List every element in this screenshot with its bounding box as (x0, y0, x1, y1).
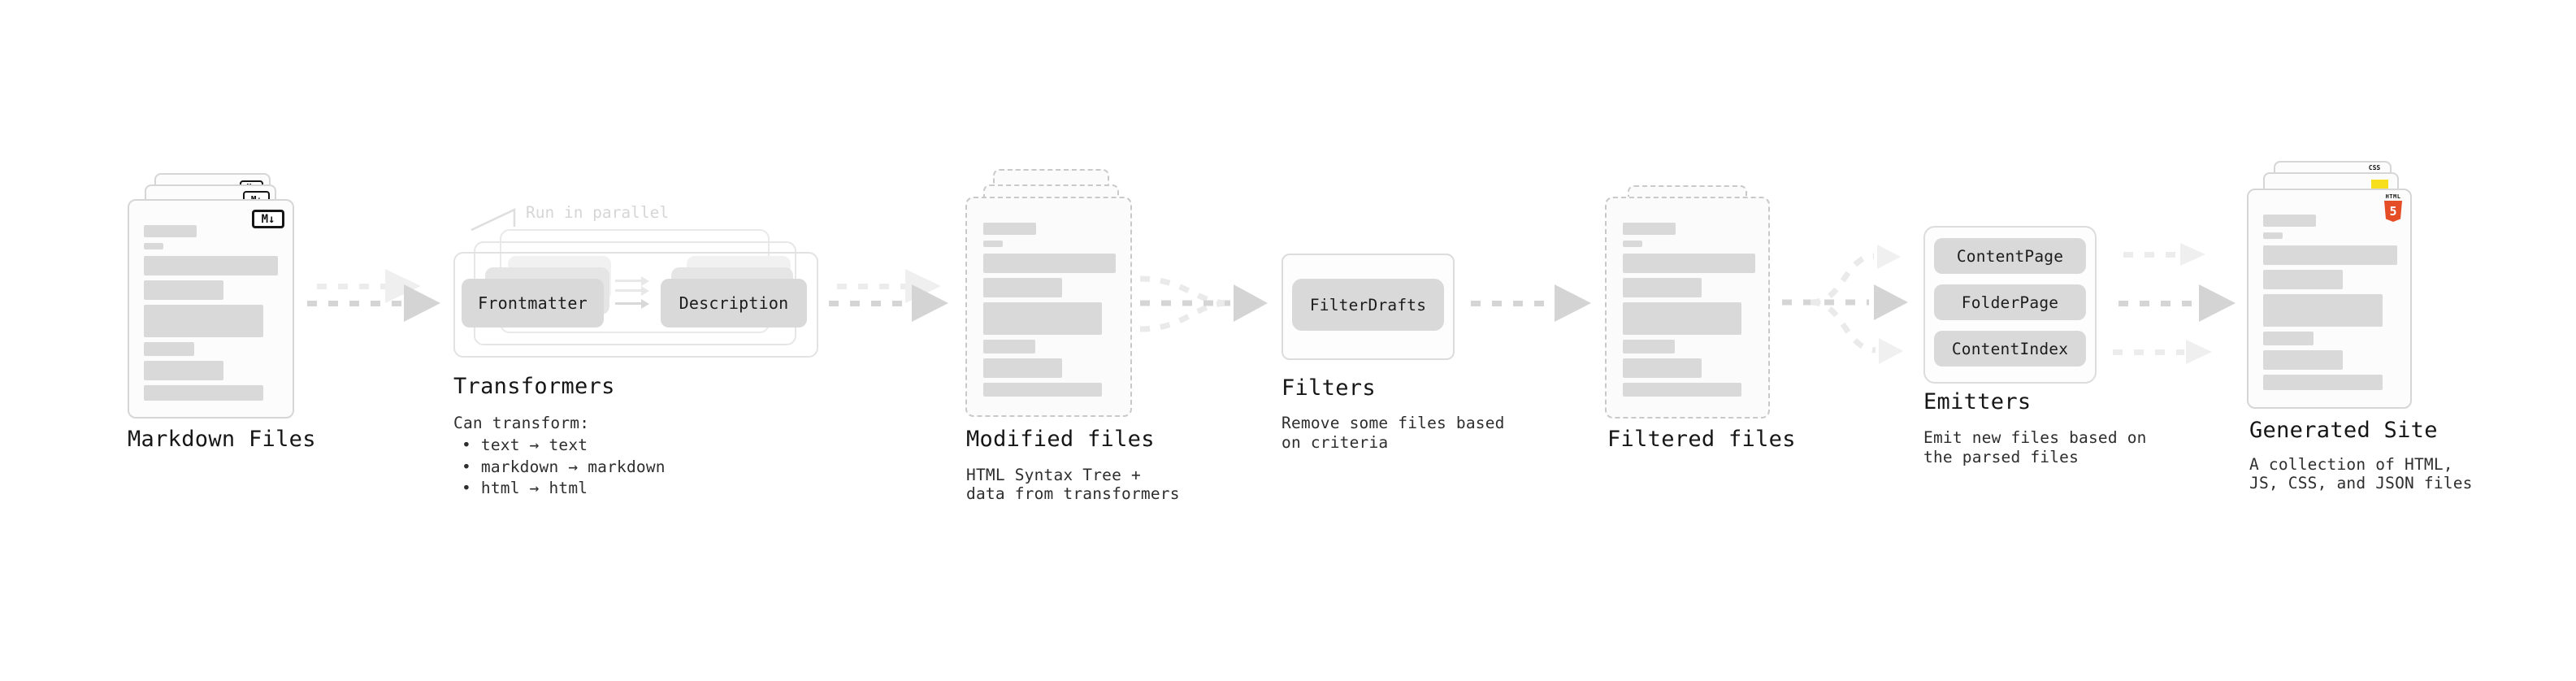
content-line-bar (1623, 241, 1642, 247)
stage-title-transformers: Transformers (453, 374, 615, 399)
parallel-flow-arrow (615, 275, 649, 286)
stage-title-modified-files: Modified files (966, 427, 1155, 452)
transformers-bullet: • html → html (462, 479, 588, 497)
filters-desc: Remove some files based (1281, 414, 1505, 432)
arrow-converge (1139, 275, 1268, 332)
modified-file-card-front (965, 197, 1132, 417)
content-line-bar (144, 243, 163, 249)
content-line-bar (144, 305, 263, 337)
flow-arrow-ghost (317, 284, 385, 289)
transformer-box-description: Description (661, 279, 807, 327)
content-line-bar (983, 358, 1062, 378)
content-line-bar (1623, 383, 1741, 397)
flow-arrow-ghost (837, 284, 905, 289)
flow-arrowhead (1555, 284, 1594, 322)
content-line-bar (983, 223, 1036, 235)
transformers-bullet: • markdown → markdown (462, 458, 666, 476)
transformer-box-frontmatter: Frontmatter (462, 279, 604, 327)
emitter-box-contentindex: ContentIndex (1934, 331, 2086, 367)
flow-arrow-filters-to-filtered (1471, 301, 1553, 306)
content-line-bar (144, 256, 278, 275)
html5-wordmark: HTML (2385, 193, 2401, 200)
generated-site-desc: A collection of HTML, (2249, 455, 2453, 474)
filters-panel: FilterDrafts (1281, 254, 1455, 360)
content-line-bar (144, 342, 194, 356)
filter-box-filterdrafts: FilterDrafts (1292, 279, 1444, 331)
content-line-bar (2263, 232, 2283, 239)
content-line-bar (2263, 375, 2383, 390)
content-line-bar (983, 241, 1003, 247)
flow-arrow-emitter-bottom (2113, 349, 2184, 355)
modified-files-desc: data from transformers (966, 484, 1180, 503)
content-line-bar (1623, 278, 1702, 297)
emitters-desc: Emit new files based on (1923, 428, 2147, 447)
content-line-bar (2263, 215, 2316, 227)
parallel-note: Run in parallel (526, 203, 670, 222)
arrow-diverge (1782, 245, 1908, 364)
flow-arrowhead (2199, 284, 2238, 322)
parallel-note-connector (471, 208, 516, 232)
modified-files-desc: HTML Syntax Tree + (966, 466, 1141, 484)
content-line-bar (144, 361, 223, 380)
parallel-flow-arrow (615, 298, 649, 309)
emitter-box-contentpage: ContentPage (1934, 238, 2086, 274)
parallel-flow-arrow (615, 285, 649, 296)
content-line-bar (983, 302, 1102, 335)
stage-title-generated-site: Generated Site (2249, 418, 2438, 443)
content-line-bar (2263, 294, 2383, 327)
javascript-icon (2371, 180, 2388, 190)
html5-numeral: 5 (2389, 203, 2397, 219)
content-line-bar (2263, 245, 2397, 265)
content-line-bar (983, 340, 1035, 354)
content-line-bar (983, 278, 1062, 297)
content-line-bar (2263, 350, 2343, 370)
stage-title-markdown-files: Markdown Files (128, 427, 316, 452)
content-line-bar (983, 383, 1102, 397)
html5-icon: HTML 5 (2383, 194, 2403, 222)
emitters-desc: the parsed files (1923, 448, 2079, 466)
content-line-bar (2263, 332, 2314, 345)
content-line-bar (144, 385, 263, 401)
html5-shield: 5 (2384, 201, 2402, 222)
content-line-bar (2263, 270, 2343, 289)
flow-arrow-md-to-transformers (307, 301, 403, 306)
content-line-bar (1623, 358, 1702, 378)
stage-title-emitters: Emitters (1923, 389, 2032, 414)
stage-title-filters: Filters (1281, 375, 1376, 401)
generated-file-card-front: HTML 5 (2247, 189, 2412, 409)
filtered-file-card-front (1605, 197, 1770, 419)
flow-arrow-emitter-middle (2118, 301, 2197, 306)
transformers-subtitle: Can transform: (453, 414, 590, 432)
filters-desc: on criteria (1281, 433, 1389, 452)
stage-title-filtered-files: Filtered files (1607, 427, 1796, 452)
markdown-icon: M↓ (252, 210, 284, 228)
flow-arrow-transformers-to-modified (829, 301, 910, 306)
content-line-bar (1623, 254, 1755, 273)
content-line-bar (144, 225, 197, 237)
content-line-bar (1623, 340, 1675, 354)
flow-arrowhead-ghost (2180, 243, 2208, 266)
content-line-bar (983, 254, 1116, 273)
content-line-bar (1623, 302, 1741, 335)
markdown-file-card-front: M↓ (128, 199, 294, 419)
transformers-bullet: • text → text (462, 436, 588, 454)
content-line-bar (144, 280, 223, 300)
emitters-panel: ContentPage FolderPage ContentIndex (1923, 226, 2097, 384)
flow-arrowhead (404, 284, 443, 322)
emitter-box-folderpage: FolderPage (1934, 284, 2086, 320)
flow-arrowhead-ghost (2186, 340, 2214, 364)
content-line-bar (1623, 223, 1676, 235)
flow-arrowhead (912, 284, 951, 322)
flow-arrow-emitter-top (2123, 252, 2179, 258)
generated-site-desc: JS, CSS, and JSON files (2249, 474, 2473, 492)
transformer-stack-outline-front (453, 252, 818, 358)
